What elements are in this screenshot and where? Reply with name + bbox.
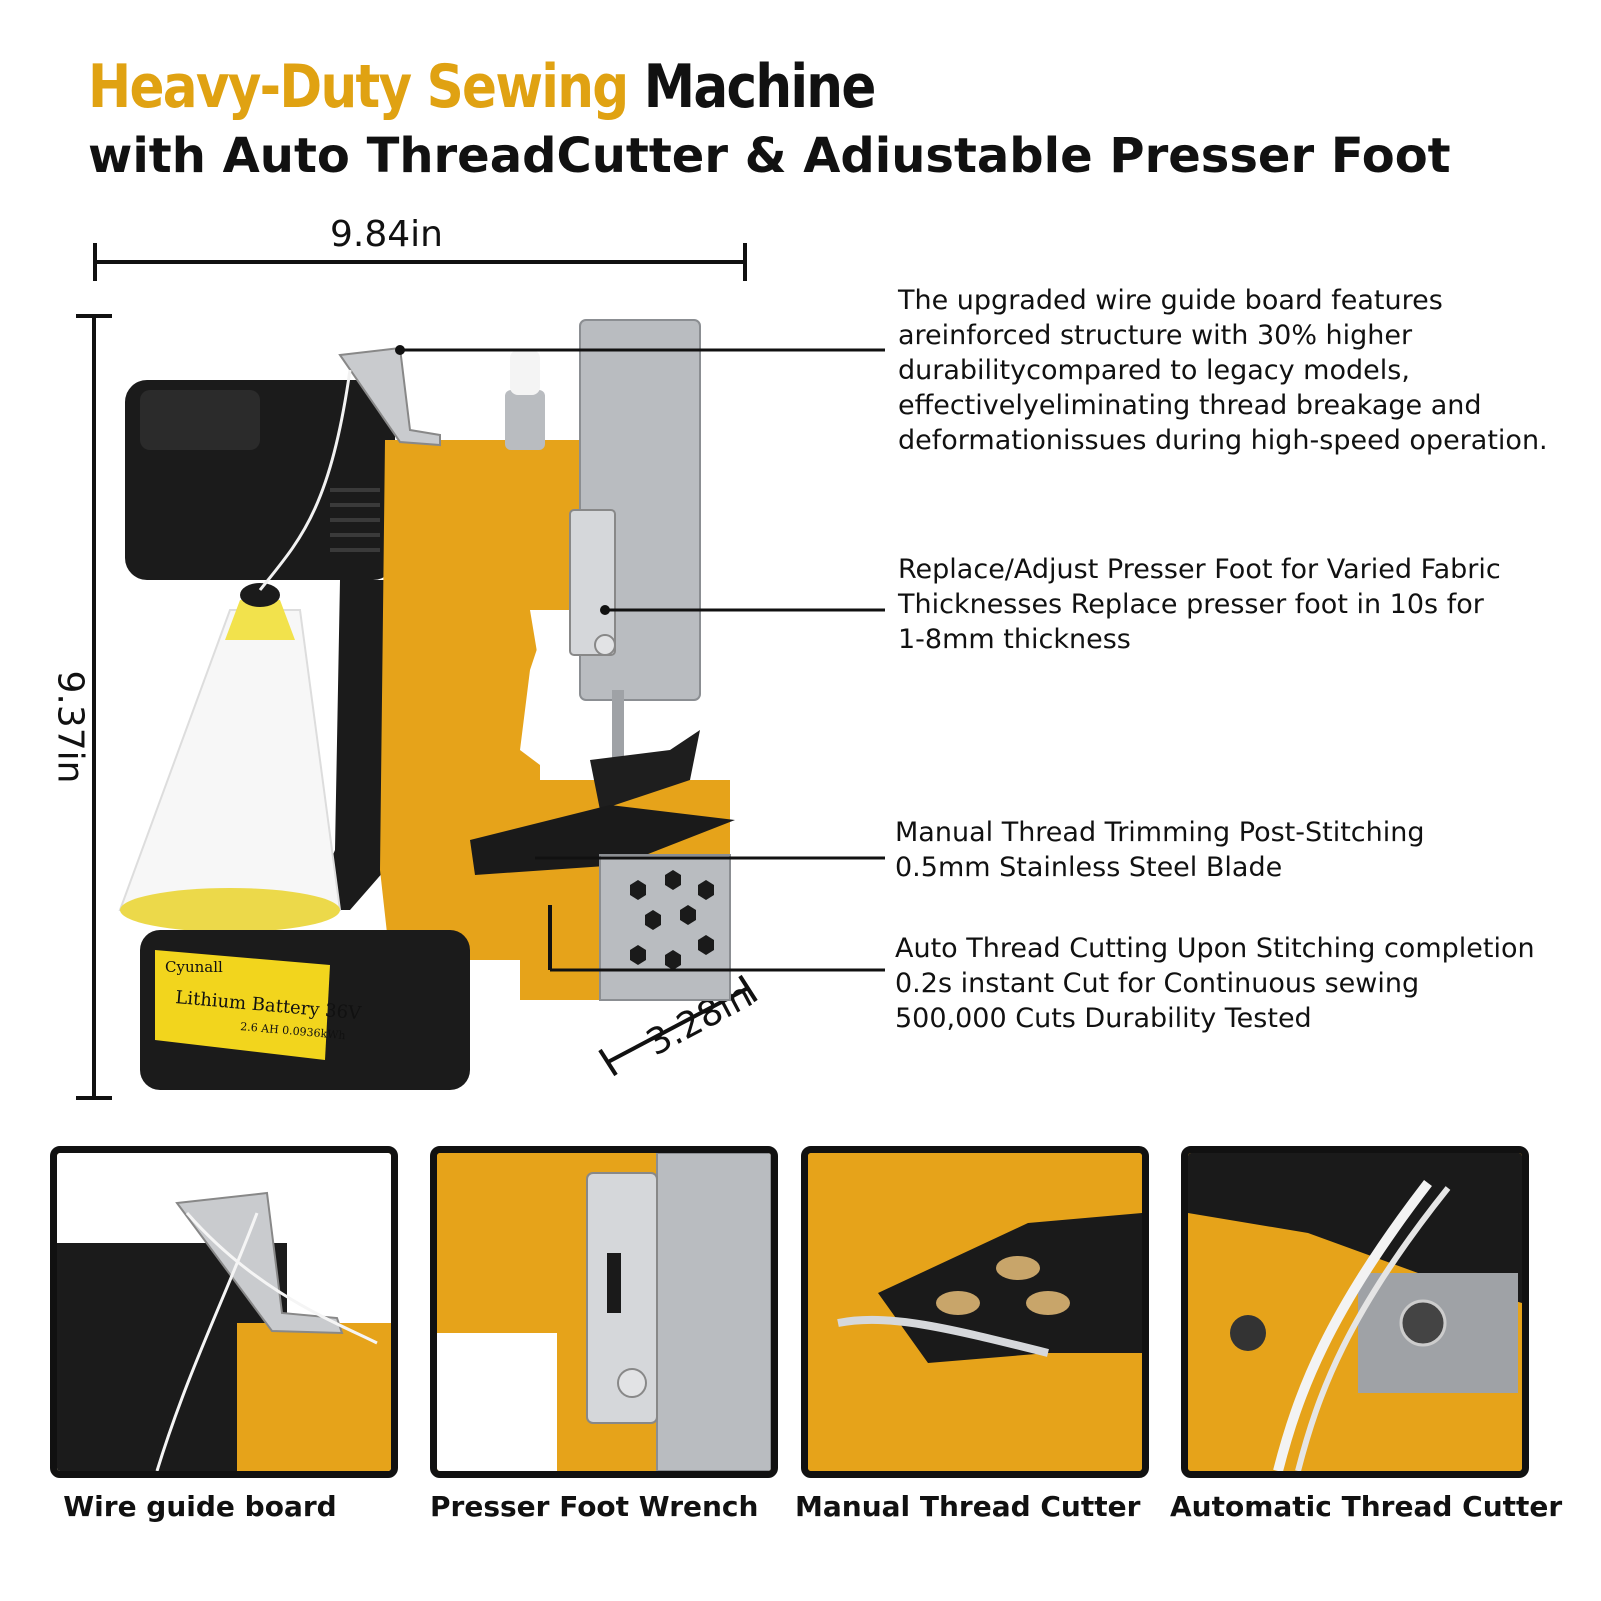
callout-line: Manual Thread Trimming Post-Stitching (895, 817, 1425, 848)
callout-line: 1-8mm thickness (898, 624, 1131, 655)
thumbnail-label: Automatic Thread Cutter (1170, 1490, 1563, 1523)
auto-cutter-closeup (1188, 1153, 1522, 1471)
width-label: 9.84in (330, 214, 443, 255)
thumbnail-wire-guide (50, 1146, 398, 1478)
thumbnail-label: Manual Thread Cutter (795, 1490, 1141, 1523)
manual-cutter-closeup (808, 1153, 1142, 1471)
title-rest: Machine (643, 52, 877, 122)
callout-line: 500,000 Cuts Durability Tested (895, 1003, 1312, 1034)
thumbnail-label: Wire guide board (63, 1490, 337, 1523)
presser-foot (590, 730, 700, 810)
title-accent: Heavy-Duty Sewing (88, 52, 629, 122)
presser-foot-lever (569, 509, 616, 656)
callout-wire-guide: The upgraded wire guide board features a… (898, 283, 1548, 458)
callout-line: 0.2s instant Cut for Continuous sewing (895, 968, 1420, 999)
battery-label (155, 950, 330, 1060)
callout-line: Thicknesses Replace presser foot in 10s … (898, 589, 1484, 620)
page-title: Heavy-Duty Sewing Machine (88, 52, 877, 122)
presser-foot-closeup (437, 1153, 771, 1471)
callout-line: durabilitycompared to legacy models, (898, 355, 1410, 386)
callout-line: areinforced structure with 30% higher (898, 320, 1413, 351)
callout-presser-foot: Replace/Adjust Presser Foot for Varied F… (898, 552, 1501, 657)
thumbnail-auto-cutter (1181, 1146, 1529, 1478)
callout-line: The upgraded wire guide board features (898, 285, 1443, 316)
thumbnail-manual-cutter (801, 1146, 1149, 1478)
thumbnail-presser-foot (430, 1146, 778, 1478)
thumbnail-label: Presser Foot Wrench (430, 1490, 759, 1523)
callout-line: effectivelyeliminating thread breakage a… (898, 390, 1482, 421)
callout-manual-cutter: Manual Thread Trimming Post-Stitching 0.… (895, 815, 1425, 885)
page-subtitle: with Auto ThreadCutter & Adiustable Pres… (88, 128, 1451, 184)
callout-line: Auto Thread Cutting Upon Stitching compl… (895, 933, 1535, 964)
handle (310, 580, 390, 910)
callout-auto-cutter: Auto Thread Cutting Upon Stitching compl… (895, 931, 1535, 1036)
wire-guide-closeup (57, 1153, 391, 1471)
callout-line: deformationissues during high-speed oper… (898, 425, 1548, 456)
battery-brand: Cyunall (165, 958, 223, 976)
callout-line: Replace/Adjust Presser Foot for Varied F… (898, 554, 1501, 585)
callout-line: 0.5mm Stainless Steel Blade (895, 852, 1283, 883)
